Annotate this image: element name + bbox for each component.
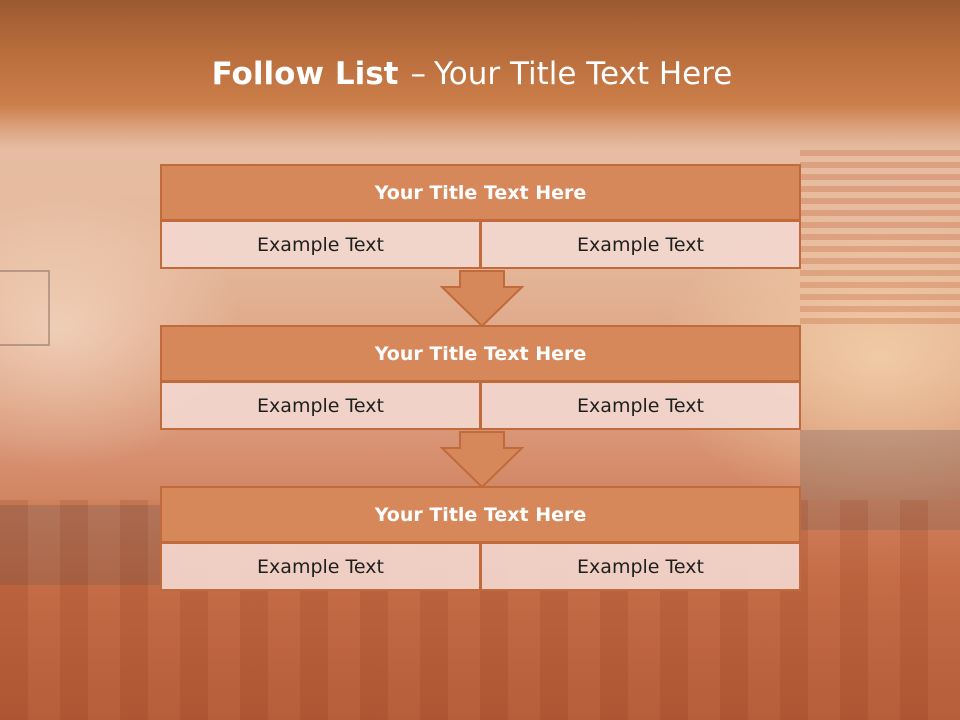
counter-right: [800, 430, 960, 530]
step-row: Example Text Example Text: [160, 542, 801, 591]
down-arrow-icon: [440, 431, 524, 488]
step-title: Your Title Text Here: [160, 325, 801, 382]
down-arrow-icon: [440, 270, 524, 327]
window-blinds: [800, 150, 960, 330]
step-cell-right: Example Text: [480, 381, 801, 430]
step-block-2: Your Title Text Here Example Text Exampl…: [160, 325, 801, 430]
slide-title-bold: Follow List: [211, 56, 399, 92]
step-cell-left: Example Text: [160, 381, 481, 430]
wall-picture-frame: [0, 270, 50, 346]
step-row: Example Text Example Text: [160, 381, 801, 430]
title-bar: [0, 0, 960, 150]
slide-title: Follow List–Your Title Text Here: [0, 56, 944, 92]
step-block-1: Your Title Text Here Example Text Exampl…: [160, 164, 801, 269]
step-cell-right: Example Text: [480, 220, 801, 269]
slide-title-rest: Your Title Text Here: [433, 56, 733, 92]
step-row: Example Text Example Text: [160, 220, 801, 269]
step-title: Your Title Text Here: [160, 486, 801, 543]
step-cell-right: Example Text: [480, 542, 801, 591]
step-cell-left: Example Text: [160, 542, 481, 591]
slide-title-dash: –: [410, 56, 426, 92]
step-cell-left: Example Text: [160, 220, 481, 269]
step-title: Your Title Text Here: [160, 164, 801, 221]
step-block-3: Your Title Text Here Example Text Exampl…: [160, 486, 801, 591]
counter-left: [0, 505, 160, 585]
